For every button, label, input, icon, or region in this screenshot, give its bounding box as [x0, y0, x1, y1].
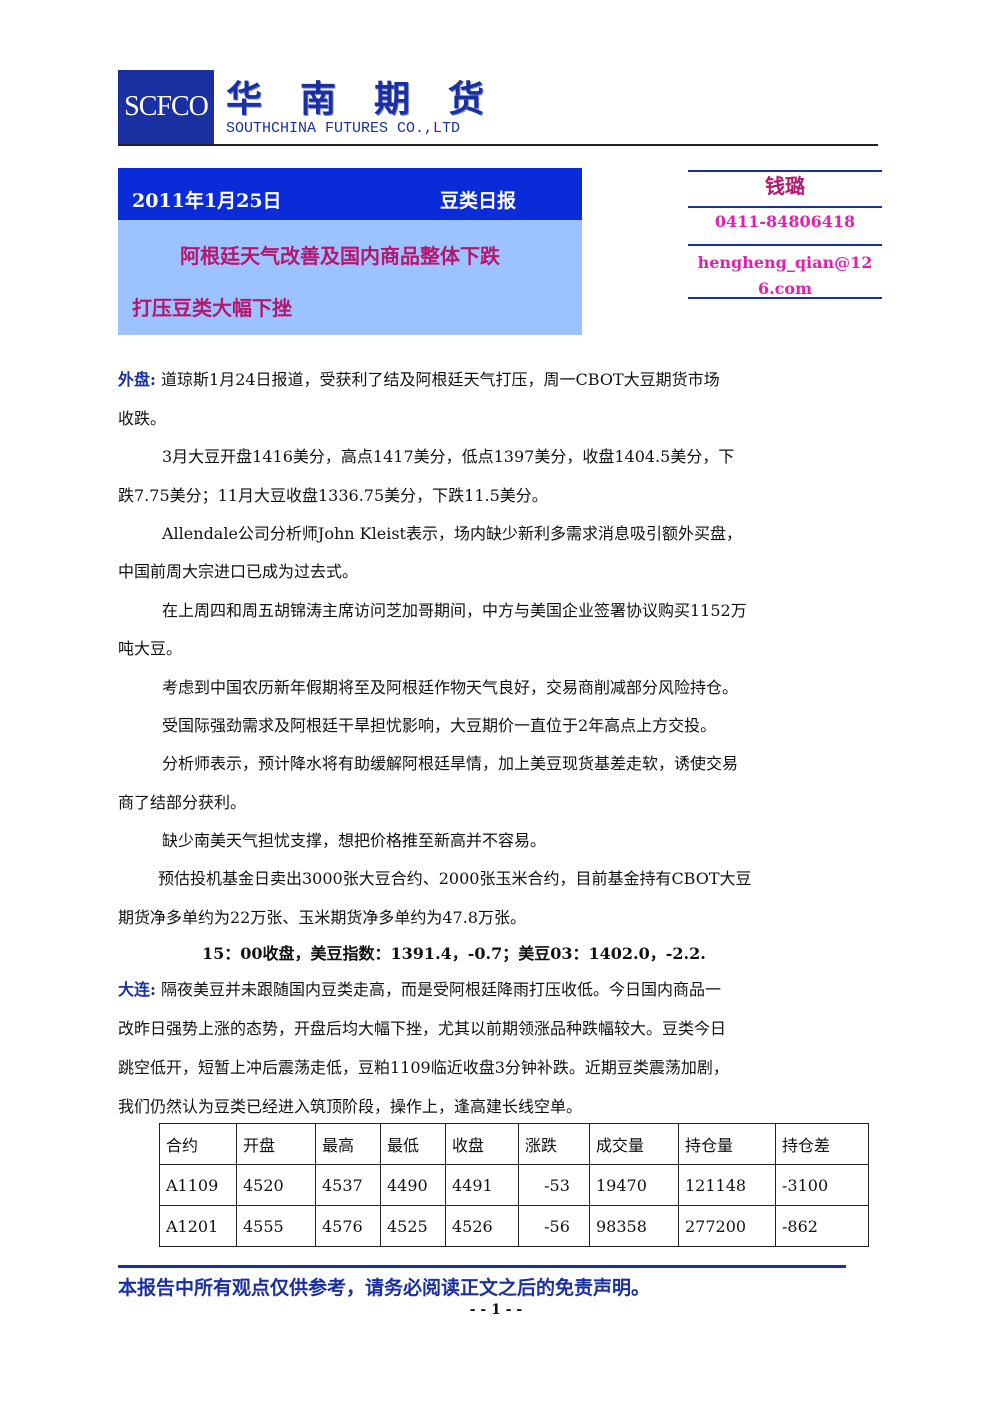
company-logo: SCFCO: [118, 70, 214, 144]
header-divider: [118, 144, 878, 146]
text-line: 商了结部分获利。: [118, 793, 247, 812]
table-header-cell: 涨跌: [518, 1123, 590, 1165]
table-cell: 4576: [315, 1205, 381, 1247]
text-line: 预估投机基金日卖出3000张大豆合约、2000张玉米合约，目前基金持有CBOT大…: [158, 869, 752, 888]
report-date: 2011年1月25日: [132, 190, 282, 212]
analyst-rule-1: [688, 206, 882, 208]
analyst-rule-2: [688, 244, 882, 246]
table-header-cell: 合约: [159, 1123, 237, 1165]
text-line: 跳空低开，短暂上冲后震荡走低，豆粕1109临近收盘3分钟补跌。近期豆类震荡加剧，: [118, 1058, 729, 1077]
company-name-cn: 华南期货: [226, 79, 523, 120]
text-line: 收跌。: [118, 409, 167, 428]
footer-divider: [118, 1265, 846, 1268]
table-cell: -53: [518, 1164, 590, 1206]
analyst-rule-top: [688, 170, 882, 172]
table-cell: 4491: [445, 1164, 519, 1206]
table-cell: 4490: [380, 1164, 446, 1206]
table-cell: 277200: [678, 1205, 776, 1247]
text-line: 缺少南美天气担忧支撑，想把价格推至新高并不容易。: [162, 831, 547, 850]
table-cell: A1201: [159, 1205, 237, 1247]
table-cell: -56: [518, 1205, 590, 1247]
text-line: 分析师表示，预计降水将有助缓解阿根廷旱情，加上美豆现货基差走软，诱使交易: [162, 754, 739, 773]
text-line: 考虑到中国农历新年假期将至及阿根廷作物天气良好，交易商削减部分风险持仓。: [162, 678, 739, 697]
page-number: - - 1 - -: [469, 1302, 523, 1318]
text-line: 改昨日强势上涨的态势，开盘后均大幅下挫，尤其以前期领涨品种跌幅较大。豆类今日: [118, 1019, 727, 1038]
headline-line-2: 打压豆类大幅下挫: [132, 296, 292, 320]
table-header-cell: 持仓差: [775, 1123, 869, 1165]
table-header-cell: 收盘: [445, 1123, 519, 1165]
analyst-email-line-1: hengheng_qian@12: [697, 253, 873, 272]
text-line: 期货净多单约为22万张、玉米期货净多单约为47.8万张。: [118, 908, 526, 927]
table-row: A1201 4555 4576 4525 4526 -56 98358 2772…: [159, 1205, 869, 1247]
table-cell: 121148: [678, 1164, 776, 1206]
table-cell: 4526: [445, 1205, 519, 1247]
paragraph-dalian: 大连: 隔夜美豆并未跟随国内豆类走高，而是受阿根廷降雨打压收低。今日国内商品一: [118, 976, 721, 1000]
label-overseas: 外盘:: [118, 370, 156, 389]
text-line: 中国前周大宗进口已成为过去式。: [118, 562, 359, 581]
table-cell: -3100: [775, 1164, 869, 1206]
table-header-cell: 成交量: [589, 1123, 679, 1165]
text-line: Allendale公司分析师John Kleist表示，场内缺少新利多需求消息吸…: [162, 524, 742, 543]
analyst-name: 钱璐: [765, 174, 805, 198]
table-cell: 98358: [589, 1205, 679, 1247]
table-row: A1109 4520 4537 4490 4491 -53 19470 1211…: [159, 1164, 869, 1206]
text-line: 我们仍然认为豆类已经进入筑顶阶段，操作上，逢高建长线空单。: [118, 1097, 583, 1116]
analyst-rule-bottom: [688, 297, 882, 299]
table-header-cell: 最高: [315, 1123, 381, 1165]
table-cell: 4520: [236, 1164, 316, 1206]
table-cell: 4537: [315, 1164, 381, 1206]
table-cell: 4555: [236, 1205, 316, 1247]
headline-line-1: 阿根廷天气改善及国内商品整体下跌: [180, 244, 500, 268]
company-name-en: SOUTHCHINA FUTURES CO.,LTD: [226, 120, 461, 137]
table-cell: 19470: [589, 1164, 679, 1206]
table-header-cell: 开盘: [236, 1123, 316, 1165]
text-line: 受国际强劲需求及阿根廷干旱担忧影响，大豆期价一直位于2年高点上方交投。: [162, 716, 717, 735]
headline-band: [118, 220, 582, 335]
report-type: 豆类日报: [440, 190, 517, 212]
table-header-cell: 最低: [380, 1123, 446, 1165]
table-header-row: 合约 开盘 最高 最低 收盘 涨跌 成交量 持仓量 持仓差: [159, 1123, 869, 1165]
analyst-email[interactable]: hengheng_qian@12 6.com: [688, 250, 882, 302]
quote-table: 合约 开盘 最高 最低 收盘 涨跌 成交量 持仓量 持仓差 A1109 4520…: [159, 1123, 869, 1247]
close-summary: 15：00收盘，美豆指数：1391.4，-0.7；美豆03：1402.0，-2.…: [202, 944, 706, 963]
label-dalian: 大连:: [118, 980, 156, 999]
table-header-cell: 持仓量: [678, 1123, 776, 1165]
text-line: 道琼斯1月24日报道，受获利了结及阿根廷天气打压，周一CBOT大豆期货市场: [161, 370, 720, 389]
table-cell: -862: [775, 1205, 869, 1247]
title-band: [118, 168, 582, 220]
table-cell: A1109: [159, 1164, 237, 1206]
analyst-phone: 0411-84806418: [714, 212, 856, 231]
analyst-email-line-2: 6.com: [757, 279, 813, 298]
text-line: 跌7.75美分；11月大豆收盘1336.75美分，下跌11.5美分。: [118, 486, 548, 505]
text-line: 3月大豆开盘1416美分，高点1417美分，低点1397美分，收盘1404.5美…: [162, 447, 735, 466]
disclaimer: 本报告中所有观点仅供参考，请务必阅读正文之后的免责声明。: [118, 1277, 651, 1299]
paragraph-overseas: 外盘: 道琼斯1月24日报道，受获利了结及阿根廷天气打压，周一CBOT大豆期货市…: [118, 366, 720, 390]
text-line: 吨大豆。: [118, 639, 183, 658]
table-cell: 4525: [380, 1205, 446, 1247]
text-line: 隔夜美豆并未跟随国内豆类走高，而是受阿根廷降雨打压收低。今日国内商品一: [161, 980, 722, 999]
text-line: 在上周四和周五胡锦涛主席访问芝加哥期间，中方与美国企业签署协议购买1152万: [162, 601, 747, 620]
